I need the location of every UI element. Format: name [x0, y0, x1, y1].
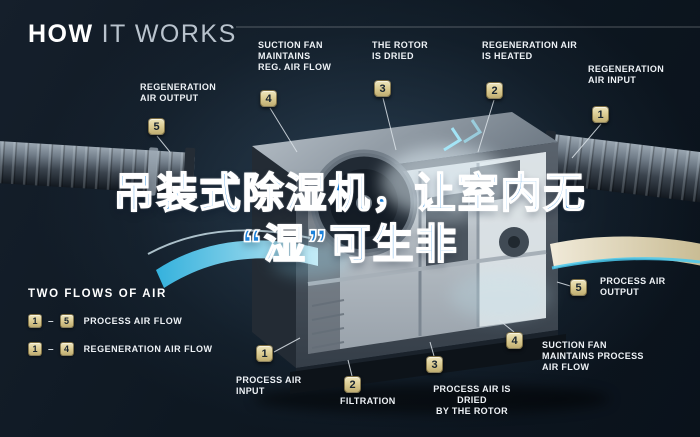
- callout-label-rotor-dried: THE ROTOR IS DRIED: [372, 40, 428, 61]
- watermark-line2: “湿”可生非: [241, 220, 459, 268]
- legend-dash: –: [48, 343, 54, 355]
- callout-label-regeneration-air-heated: REGENERATION AIR IS HEATED: [482, 40, 578, 61]
- callout-label-process-air-input: PROCESS AIR INPUT: [236, 375, 302, 396]
- callout-label-process-air-dried: PROCESS AIR IS DRIED BY THE ROTOR: [433, 384, 511, 416]
- step-badge-filtration: 2: [344, 376, 361, 393]
- legend-title: TWO FLOWS OF AIR: [28, 288, 167, 300]
- step-badge-process-output: 5: [570, 279, 587, 296]
- legend-badge-process-end: 5: [59, 314, 74, 328]
- watermark-text: 吊装式除湿机，让室内无 “湿”可生非: [0, 168, 700, 271]
- left-duct: [0, 140, 196, 200]
- legend-badge-regeneration-start: 1: [28, 342, 42, 356]
- legend-row-process: 1 – 5 PROCESS AIR FLOW: [28, 314, 213, 328]
- step-badge-regeneration-input: 1: [592, 106, 609, 123]
- legend-label-regeneration: REGENERATION AIR FLOW: [83, 344, 213, 354]
- callout-label-regeneration-air-output: REGENERATION AIR OUTPUT: [140, 82, 217, 103]
- step-badge-regeneration-output: 5: [148, 118, 165, 135]
- airflow-arrow: [463, 119, 483, 144]
- step-badge-process-input: 1: [256, 345, 273, 362]
- callout-label-process-suction-fan: SUCTION FAN MAINTAINS PROCESS AIR FLOW: [542, 340, 644, 372]
- callout-label-filtration: FILTRATION: [340, 396, 396, 406]
- title-light: IT WORKS: [101, 20, 237, 48]
- step-badge-process-dried: 3: [426, 356, 443, 373]
- step-badge-process-fan: 4: [506, 332, 523, 349]
- callout-label-regeneration-air-input: REGENERATION AIR INPUT: [588, 64, 665, 85]
- legend-dash: –: [48, 315, 54, 327]
- step-badge-regeneration-heated: 2: [486, 82, 503, 99]
- step-badge-rotor-dried: 3: [374, 80, 391, 97]
- watermark-line1: 吊装式除湿机，让室内无: [113, 169, 587, 217]
- callout-label-process-air-output: PROCESS AIR OUTPUT: [600, 276, 666, 297]
- legend-badge-process-start: 1: [28, 314, 42, 328]
- process-air-out-ribbon: [550, 236, 700, 268]
- airflow-arrow: [443, 127, 463, 152]
- legend-badge-regeneration-end: 4: [59, 342, 74, 356]
- legend-row-regeneration: 1 – 4 REGENERATION AIR FLOW: [28, 342, 213, 356]
- process-air-in-ribbon: [156, 240, 318, 288]
- callout-label-regeneration-suction-fan: SUCTION FAN MAINTAINS REG. AIR FLOW: [258, 40, 332, 72]
- legend-two-flows: TWO FLOWS OF AIR 1 – 5 PROCESS AIR FLOW …: [28, 288, 213, 356]
- legend-label-process: PROCESS AIR FLOW: [83, 316, 183, 326]
- filter-slats: [311, 299, 345, 349]
- title-bold: HOW: [28, 20, 94, 48]
- airflow-ribbons: [147, 119, 700, 288]
- step-badge-regeneration-fan: 4: [260, 90, 277, 107]
